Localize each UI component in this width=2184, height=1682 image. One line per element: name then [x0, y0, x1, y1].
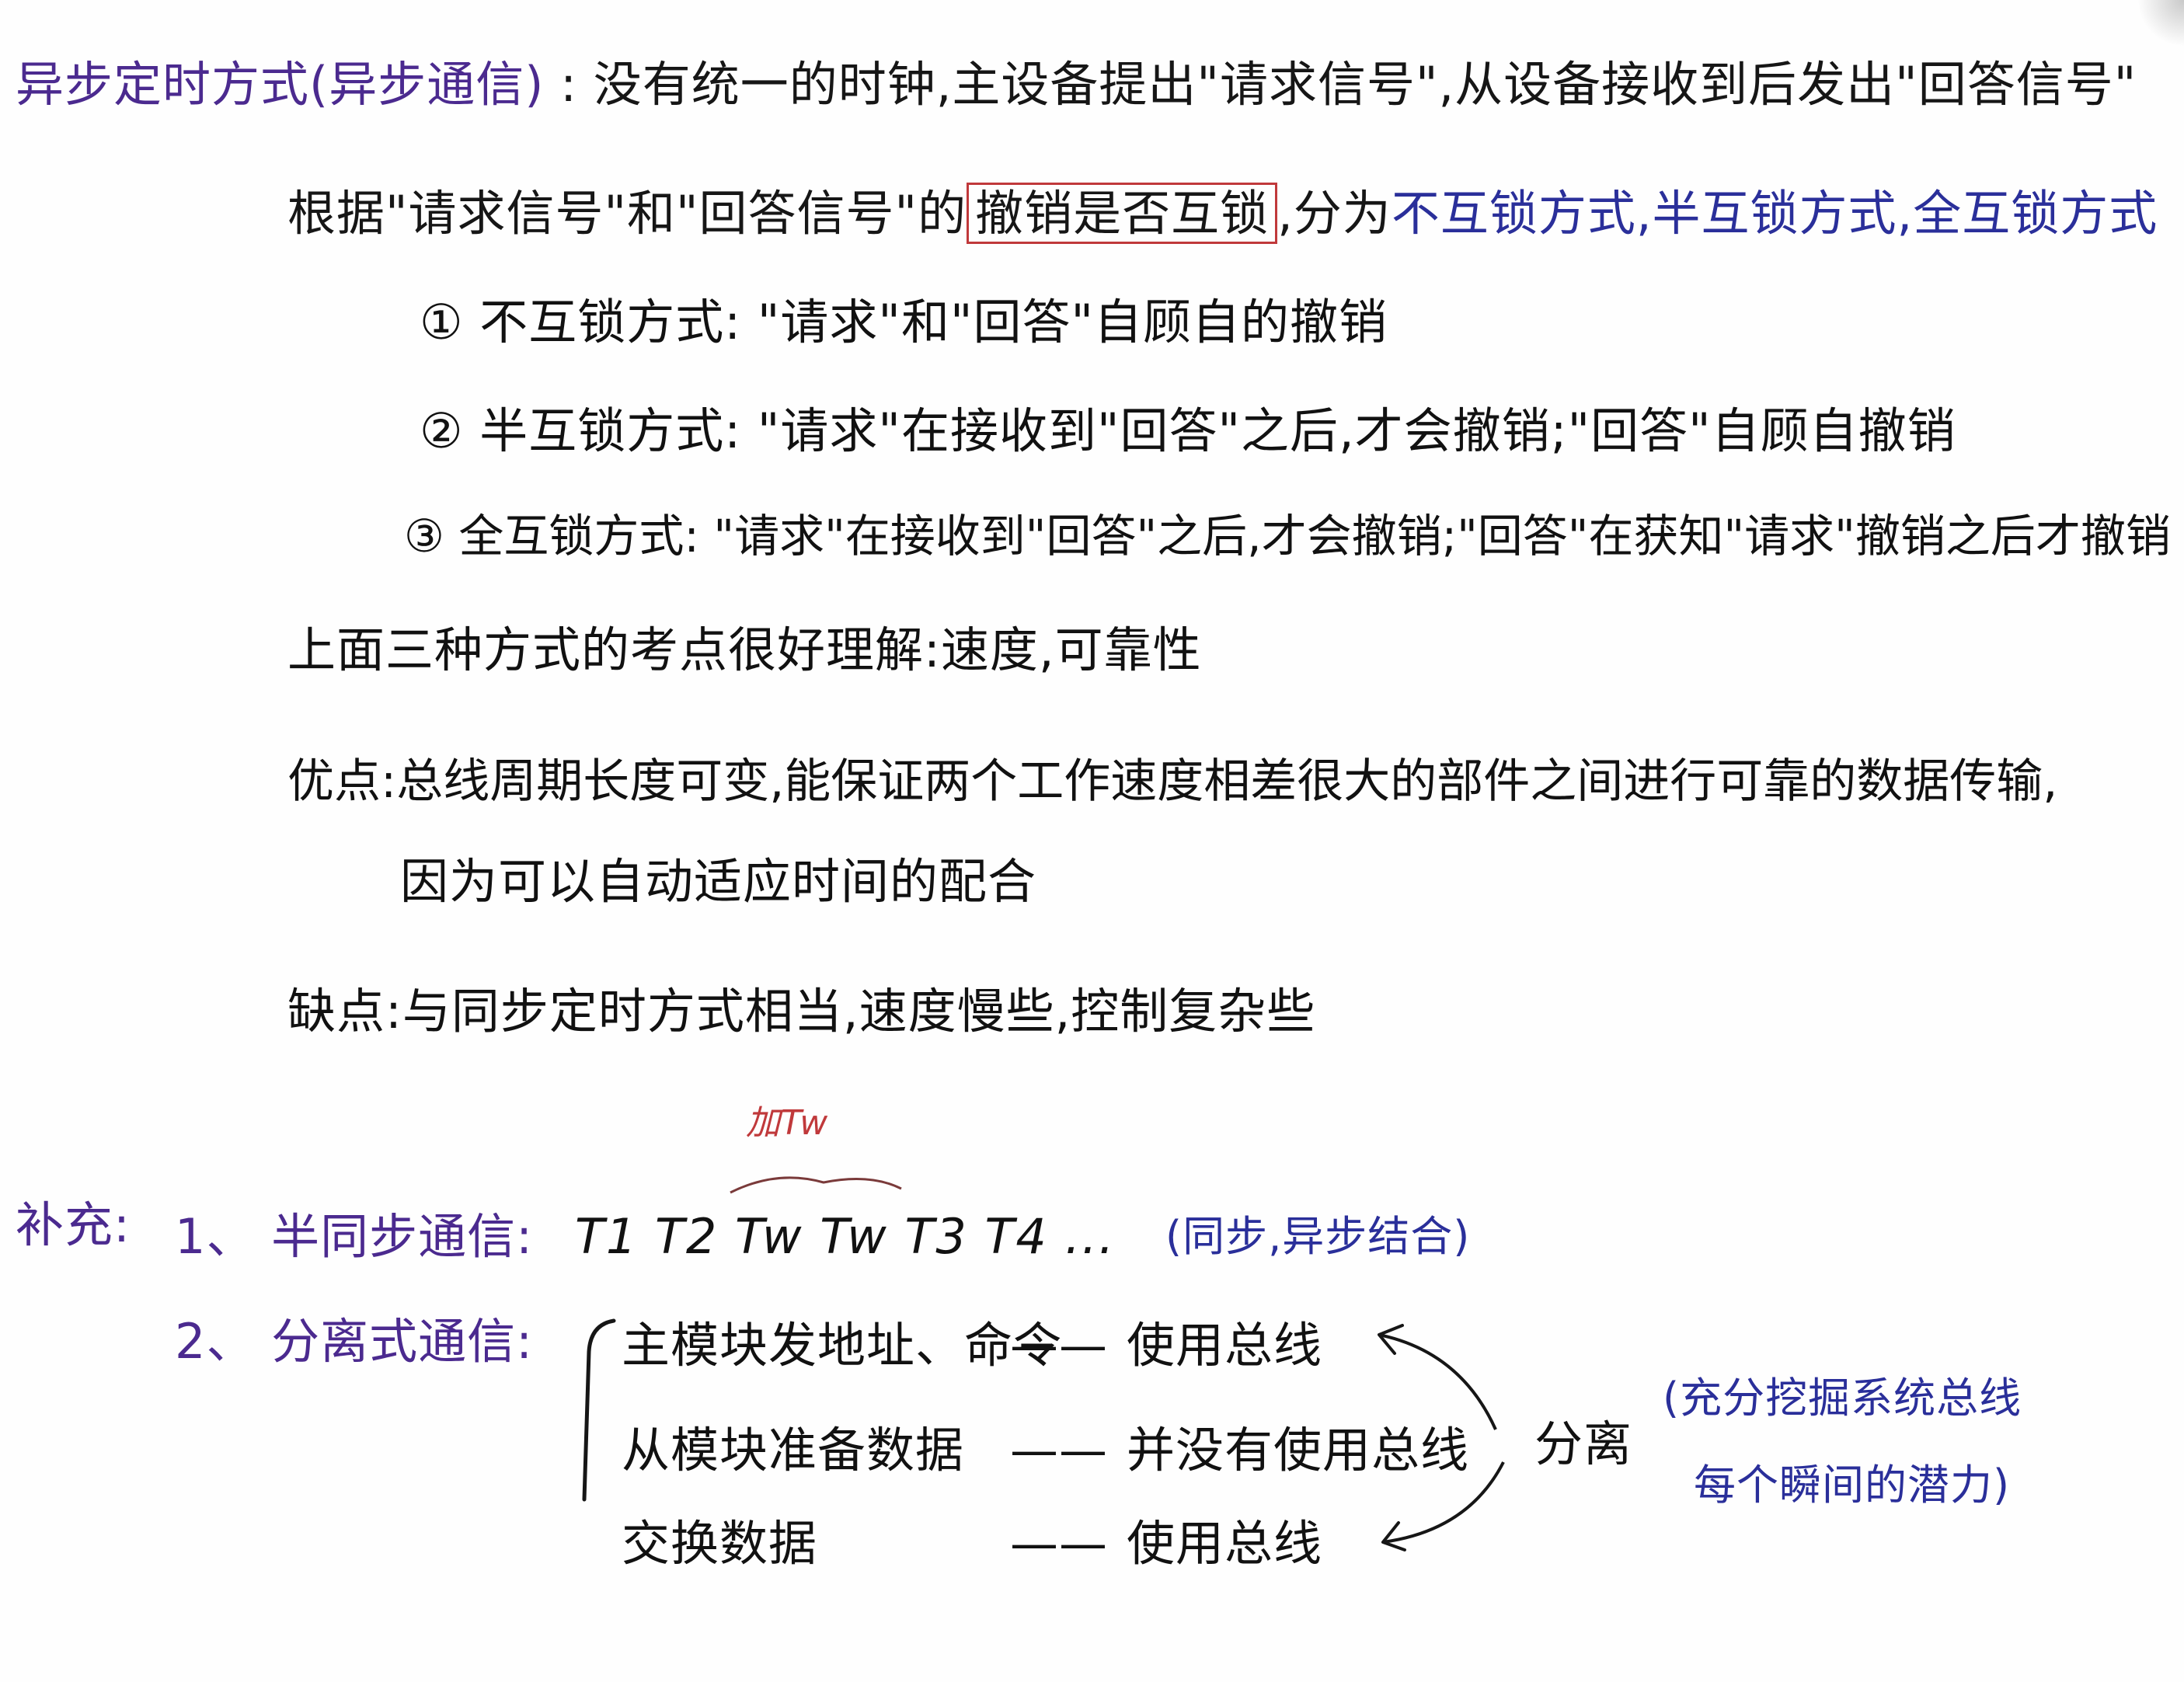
- page-corner-shadow: [2137, 0, 2184, 47]
- semi-sync-index: 1、: [175, 1208, 256, 1265]
- add-tw-annotation: 加Tw: [746, 1103, 829, 1143]
- interlock-boxed-term: 撤销是否互锁: [967, 183, 1278, 244]
- split-row-right: 使用总线: [1127, 1515, 1323, 1572]
- semi-sync-note: (同步,异步结合): [1165, 1212, 1471, 1261]
- async-definition-line: 异步定时方式(异步通信) : 没有统一的时钟,主设备提出"请求信号",从设备接收…: [16, 56, 2137, 113]
- split-arrow-up: [1378, 1333, 1497, 1430]
- mode-desc: "请求"和"回答"自顾自的撤销: [757, 294, 1388, 350]
- separate-label: 分离: [1534, 1416, 1633, 1472]
- split-row-dash: ——: [1010, 1422, 1108, 1478]
- classification-prefix: 根据"请求信号"和"回答信号"的: [287, 185, 967, 242]
- split-row: 主模块发地址、命令: [622, 1317, 1062, 1374]
- semi-sync-item: 1、 半同步通信:: [175, 1208, 533, 1266]
- classification-line: 根据"请求信号"和"回答信号"的撤销是否互锁,分为不互锁方式,半互锁方式,全互锁…: [287, 183, 2158, 244]
- mode-label: ③ 全互锁方式:: [404, 510, 699, 562]
- split-row-dash: ——: [1010, 1515, 1108, 1572]
- mode-label: ① 不互锁方式:: [420, 294, 742, 350]
- disadvantage-line: 缺点:与同步定时方式相当,速度慢些,控制复杂些: [287, 983, 1315, 1040]
- split-row-right: 使用总线: [1127, 1317, 1323, 1374]
- disadvantage-label: 缺点:: [287, 983, 402, 1039]
- advantage-continuation: 因为可以自动适应时间的配合: [400, 853, 1037, 910]
- arrowhead-up: [1378, 1324, 1404, 1355]
- mode-item: ① 不互锁方式: "请求"和"回答"自顾自的撤销: [420, 294, 1388, 351]
- advantage-label: 优点:: [287, 754, 397, 809]
- split-row: 交换数据: [622, 1515, 817, 1572]
- async-heading: 异步定时方式(异步通信): [16, 56, 545, 113]
- mode-desc: "请求"在接收到"回答"之后,才会撤销;"回答"自顾自撤销: [757, 402, 1956, 459]
- arrowhead-down: [1381, 1521, 1406, 1551]
- split-row-left: 主模块发地址、命令: [622, 1317, 1063, 1374]
- classification-middle: ,分为: [1277, 185, 1392, 242]
- async-definition: 没有统一的时钟,主设备提出"请求信号",从设备接收到后发出"回答信号": [593, 56, 2137, 113]
- split-note-line2: 每个瞬间的潜力): [1694, 1461, 2011, 1510]
- async-colon: :: [560, 56, 577, 113]
- split-comm-index: 2、: [175, 1313, 256, 1370]
- split-list-bracket: [582, 1318, 616, 1502]
- advantage-text: 总线周期长度可变,能保证两个工作速度相差很大的部件之间进行可靠的数据传输,: [396, 754, 2058, 809]
- split-comm-title: 分离式通信:: [271, 1313, 534, 1370]
- split-row-dash: ——: [1010, 1317, 1108, 1374]
- interlock-types: 不互锁方式,半互锁方式,全互锁方式: [1391, 185, 2158, 242]
- mode-item: ② 半互锁方式: "请求"在接收到"回答"之后,才会撤销;"回答"自顾自撤销: [420, 402, 1956, 460]
- clock-sequence: T1 T2 Tw Tw T3 T4 ...: [575, 1208, 1116, 1265]
- mode-desc: "请求"在接收到"回答"之后,才会撤销;"回答"在获知"请求"撤销之后才撤销: [713, 510, 2171, 562]
- mode-label: ② 半互锁方式:: [420, 402, 742, 459]
- semi-sync-title: 半同步通信:: [271, 1208, 534, 1265]
- split-row-left: 从模块准备数据: [622, 1422, 965, 1478]
- split-row: 从模块准备数据: [622, 1422, 964, 1479]
- advantage-line: 优点:总线周期长度可变,能保证两个工作速度相差很大的部件之间进行可靠的数据传输,: [287, 754, 2057, 810]
- split-row-left: 交换数据: [622, 1515, 818, 1572]
- tw-brace: [730, 1176, 902, 1194]
- disadvantage-text: 与同步定时方式相当,速度慢些,控制复杂些: [402, 983, 1316, 1039]
- supplement-label: 补充:: [16, 1196, 131, 1253]
- split-row-right: 并没有使用总线: [1127, 1422, 1470, 1478]
- split-note-line1: (充分挖掘系统总线: [1663, 1374, 2022, 1423]
- split-comm-item: 2、 分离式通信:: [175, 1313, 533, 1370]
- mode-item: ③ 全互锁方式: "请求"在接收到"回答"之后,才会撤销;"回答"在获知"请求"…: [404, 510, 2171, 564]
- exam-point: 上面三种方式的考点很好理解:速度,可靠性: [287, 622, 1202, 678]
